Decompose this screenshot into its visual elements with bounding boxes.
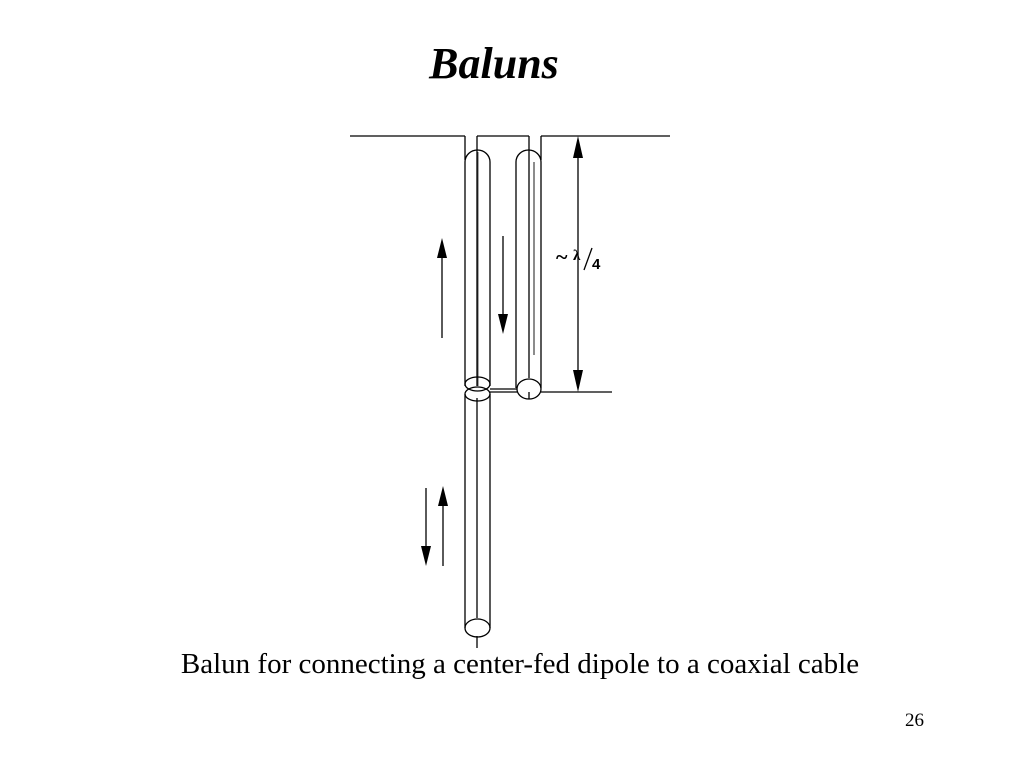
quarter-wave-dimension <box>573 136 583 392</box>
current-arrow-down-2 <box>421 546 431 566</box>
current-arrow-up-1 <box>437 238 447 258</box>
label-tilde: ~ <box>556 244 568 269</box>
quarter-wave-label: ~ λ 4 <box>556 244 601 273</box>
current-arrow-up-2 <box>438 486 448 506</box>
slide-title: Baluns <box>429 39 559 88</box>
label-denominator: 4 <box>592 256 601 273</box>
current-arrow-down-1 <box>498 314 508 334</box>
coaxial-cable-lower <box>464 386 491 648</box>
diagram-caption: Balun for connecting a center-fed dipole… <box>180 648 860 680</box>
dimension-arrowhead-bottom <box>573 370 583 392</box>
dimension-arrowhead-top <box>573 136 583 158</box>
label-lambda: λ <box>573 248 581 264</box>
coaxial-cable-end <box>464 618 491 638</box>
page-number: 26 <box>905 710 924 731</box>
coaxial-cable-upper <box>464 149 491 392</box>
balun-sleeve <box>490 149 612 400</box>
dipole-arms <box>350 135 670 160</box>
current-arrows <box>421 236 508 566</box>
